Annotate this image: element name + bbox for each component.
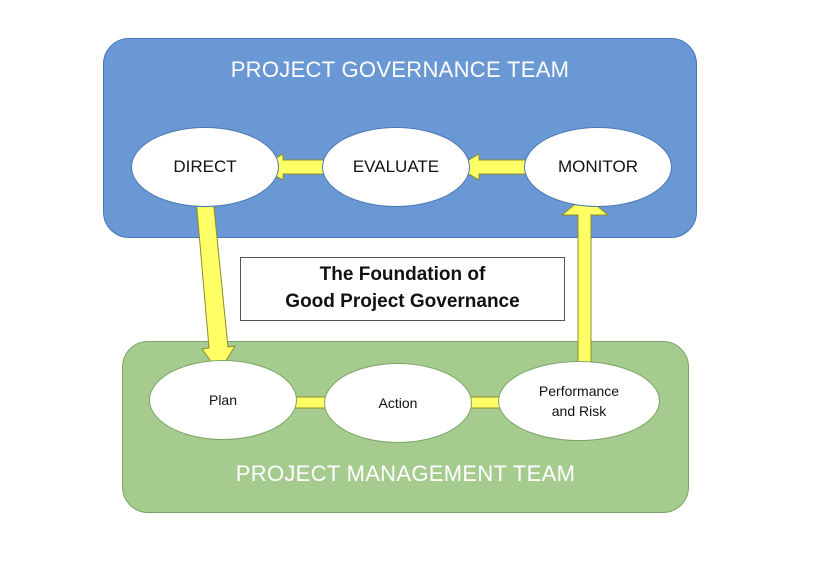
evaluate-label: EVALUATE xyxy=(352,157,440,176)
foundation-line-1: The Foundation of xyxy=(319,264,486,286)
plan-label: Plan xyxy=(208,391,238,408)
foundation-box: The Foundation of Good Project Governanc… xyxy=(240,257,565,321)
arrow-direct-to-plan xyxy=(195,197,236,373)
action-label: Action xyxy=(378,394,418,411)
foundation-line-2: Good Project Governance xyxy=(285,291,520,312)
evaluate-node: EVALUATE xyxy=(322,127,470,207)
action-node: Action xyxy=(324,363,472,443)
performance-risk-node: Performance and Risk xyxy=(498,361,660,441)
monitor-label: MONITOR xyxy=(558,157,638,176)
direct-label: DIRECT xyxy=(173,157,237,176)
monitor-node: MONITOR xyxy=(524,127,672,207)
plan-node: Plan xyxy=(149,360,297,440)
performance-risk-label: Performance and Risk xyxy=(538,382,620,419)
governance-team-title: PROJECT GOVERNANCE TEAM xyxy=(230,57,570,82)
management-team-title: PROJECT MANAGEMENT TEAM xyxy=(235,461,576,486)
arrow-performance-to-monitor xyxy=(560,195,610,366)
direct-node: DIRECT xyxy=(131,127,279,207)
